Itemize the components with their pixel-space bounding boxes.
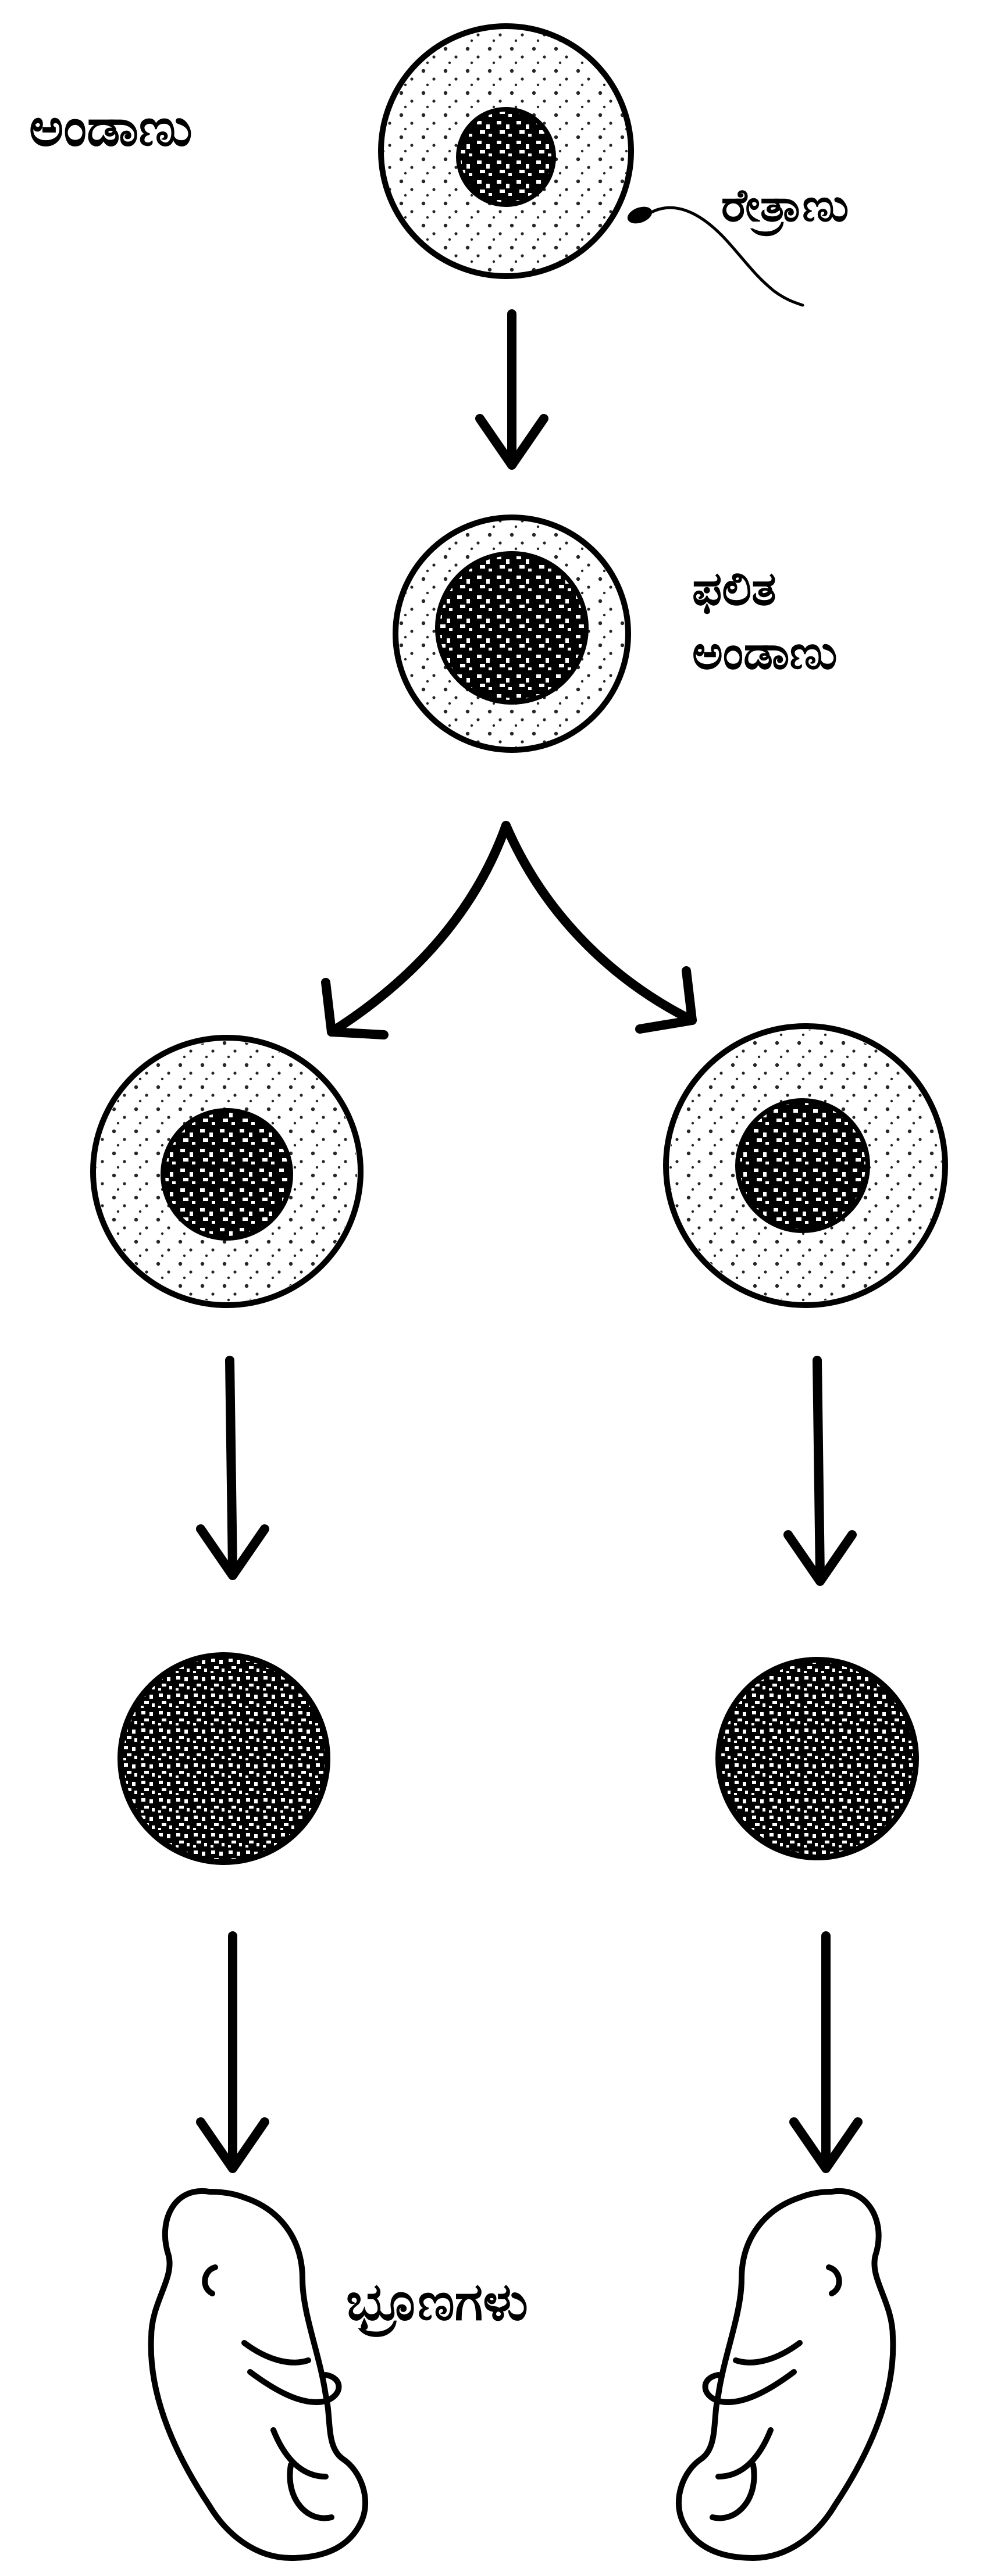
arrow-down: [794, 1936, 858, 2168]
sperm-label: ರೇತ್ರಾಣು: [721, 180, 849, 237]
arrow-down: [201, 1360, 265, 1575]
arrow-down: [480, 314, 544, 465]
morula-left: [120, 1655, 327, 1862]
daughter-cell-right: [666, 1026, 945, 1305]
zygote: [396, 517, 628, 750]
ovum-label: ಅಂಡಾಣು: [29, 97, 193, 158]
embryos-label: ಭ್ರೂಣಗಳು: [346, 2271, 528, 2338]
ovum-nucleus: [458, 109, 554, 205]
arrow-down: [201, 1936, 265, 2168]
ovum: [381, 26, 631, 276]
zygote-label-line1: ಫಲಿತ: [692, 562, 776, 616]
zygote-label-line2: ಅಂಡಾಣು: [692, 626, 838, 680]
morula-right: [718, 1660, 916, 1857]
daughter-nucleus-left: [163, 1110, 291, 1238]
zygote-nucleus: [437, 553, 586, 702]
split-arrows: [326, 826, 692, 1035]
arrow-down: [788, 1360, 852, 1581]
daughter-nucleus-right: [738, 1101, 868, 1231]
embryo-right: [679, 2191, 893, 2558]
embryo-left: [151, 2191, 365, 2558]
daughter-cell-left: [93, 1038, 361, 1305]
